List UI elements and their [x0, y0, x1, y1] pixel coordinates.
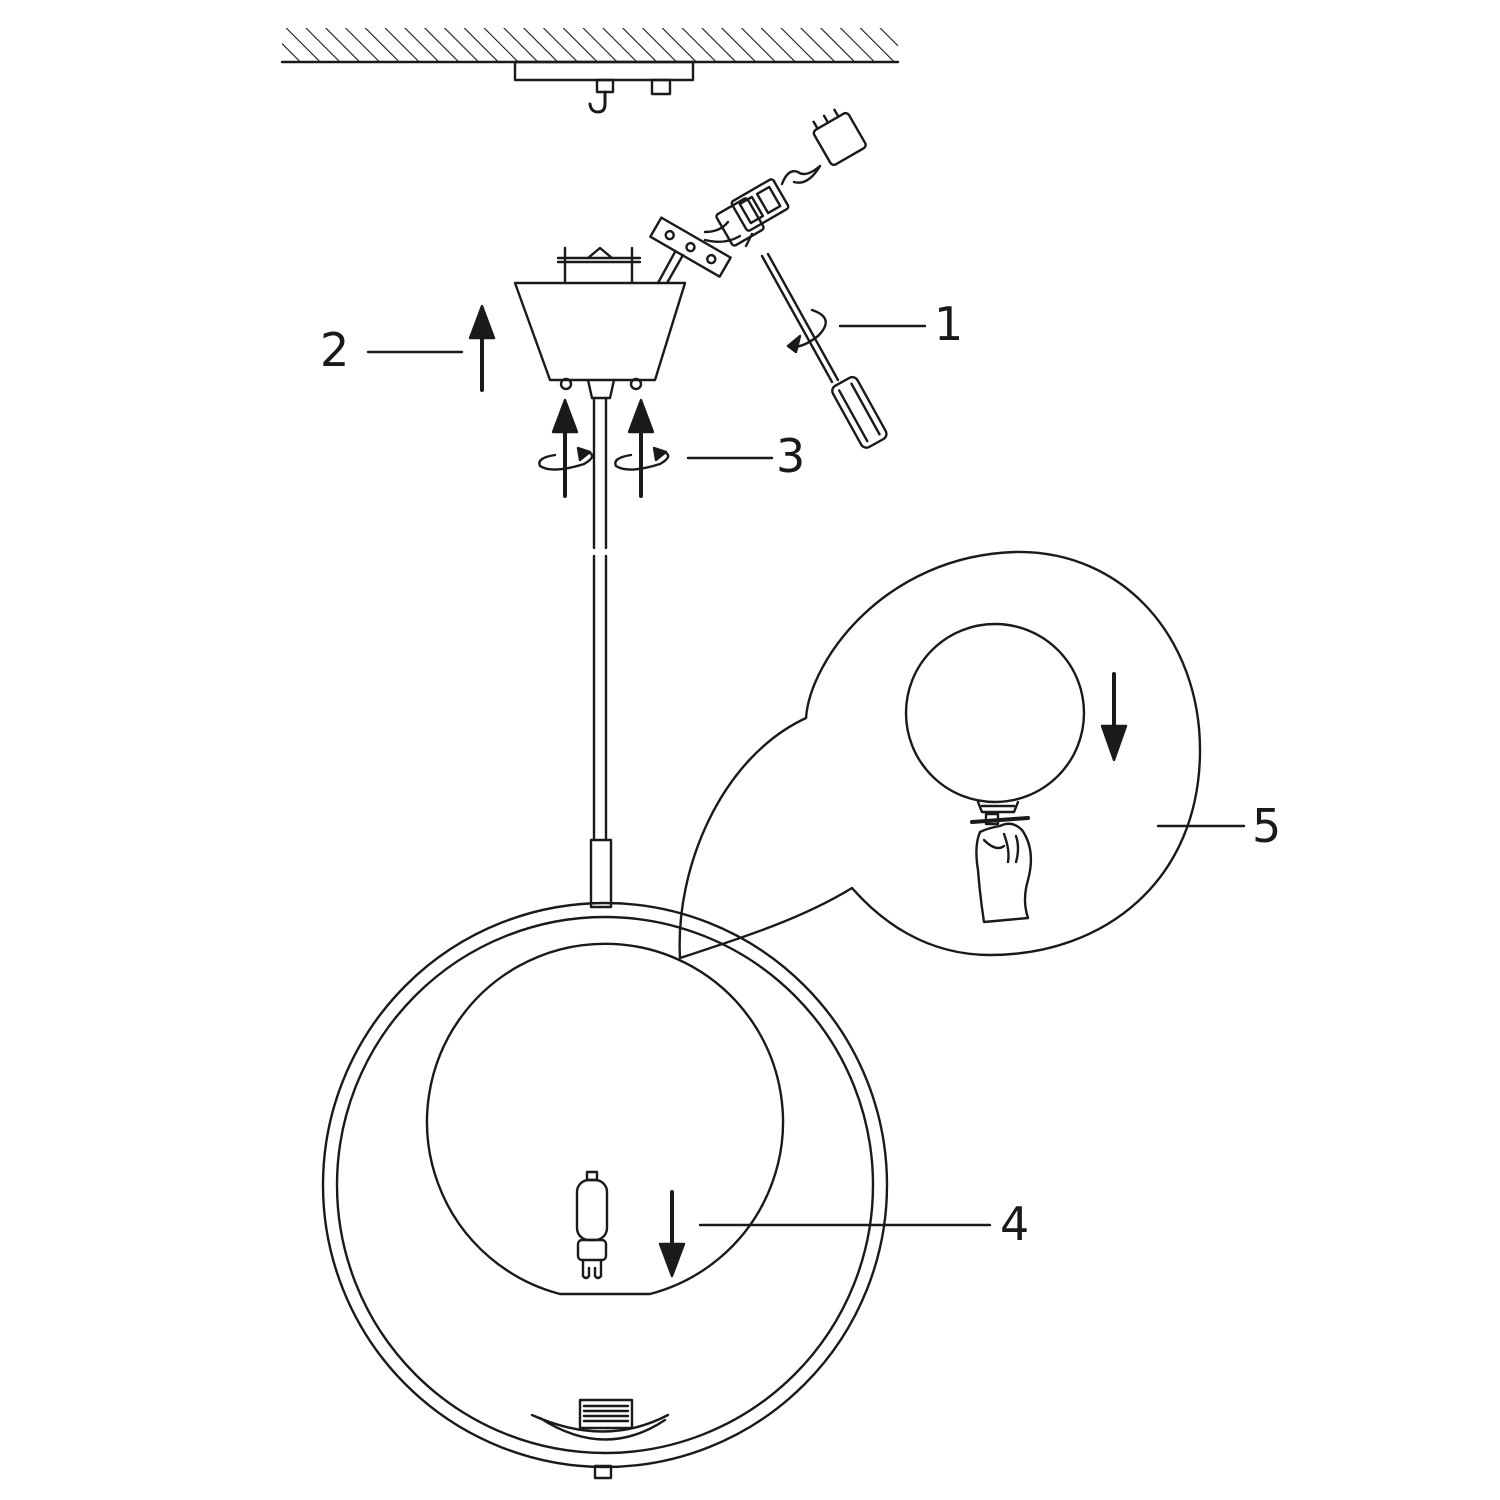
step-2-label: 2 — [320, 323, 349, 377]
lamp-body — [321, 901, 889, 1480]
leader-lines — [366, 324, 1246, 1227]
screwdriver — [760, 252, 888, 449]
step-4-arrow — [658, 1190, 686, 1278]
g9-bulb — [575, 1170, 609, 1280]
step-3-arrows — [538, 398, 670, 498]
detail-callout — [678, 550, 1202, 960]
canopy — [513, 246, 687, 391]
glass-globe — [425, 942, 785, 1296]
step-1-label: 1 — [934, 297, 963, 351]
suspension-rod — [586, 378, 616, 909]
mounting-bracket — [513, 60, 695, 114]
step-2-arrow — [468, 304, 496, 392]
step-4-label: 4 — [1000, 1197, 1029, 1251]
step-5-label: 5 — [1252, 799, 1281, 853]
terminal-block — [649, 108, 867, 278]
step-3-label: 3 — [776, 429, 805, 483]
ceiling — [280, 28, 900, 64]
